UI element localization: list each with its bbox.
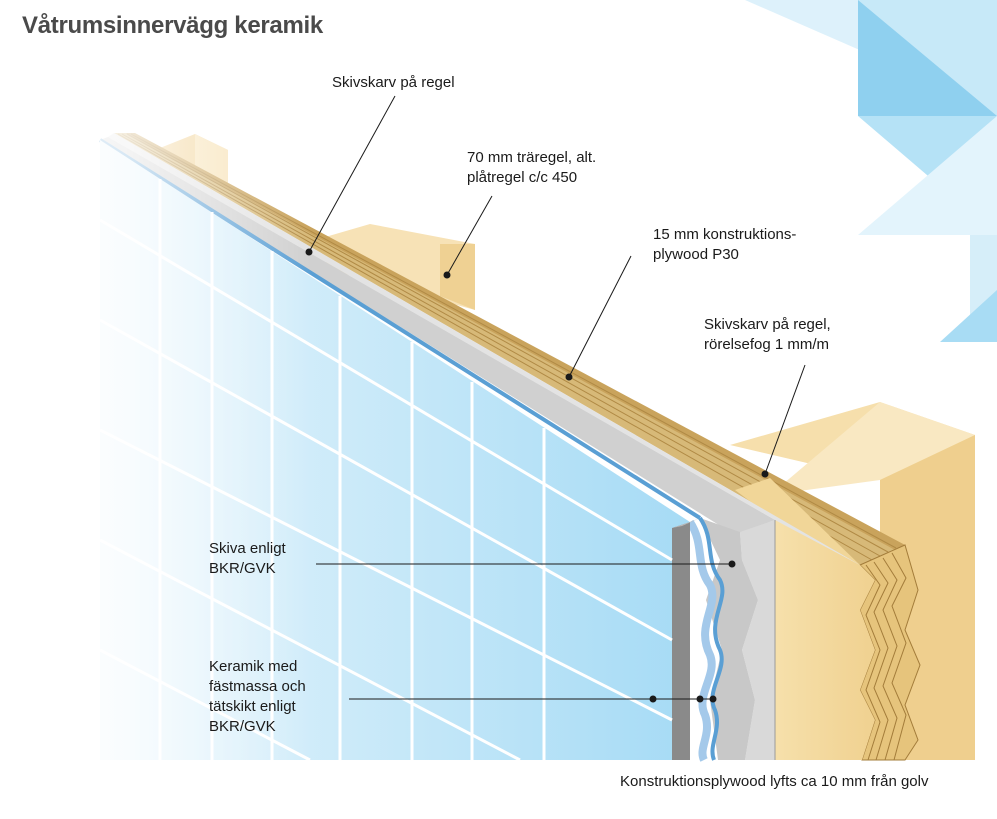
label-line: fästmassa och xyxy=(209,678,306,695)
label-line: tätskikt enligt xyxy=(209,698,296,715)
label-line: rörelsefog 1 mm/m xyxy=(704,336,830,353)
plywood-face xyxy=(735,478,875,760)
footnote: Konstruktionsplywood lyfts ca 10 mm från… xyxy=(620,773,929,790)
label-traregel: 70 mm träregel, alt. plåtregel c/c 450 xyxy=(467,148,596,188)
label-line: plywood P30 xyxy=(653,246,739,263)
label-line: Keramik med xyxy=(209,658,298,675)
label-line: BKR/GVK xyxy=(209,560,276,577)
tile-field xyxy=(0,130,700,780)
label-skivskarv-pa-regel: Skivskarv på regel xyxy=(332,73,455,93)
label-skivskarv-rorelsefog: Skivskarv på regel, rörelsefog 1 mm/m xyxy=(704,315,831,355)
label-line: plåtregel c/c 450 xyxy=(467,169,578,186)
diagram-title: Våtrumsinnervägg keramik xyxy=(22,12,323,39)
label-line: Skivskarv på regel xyxy=(332,74,455,91)
decorative-triangles xyxy=(745,0,997,342)
label-line: 70 mm träregel, alt. xyxy=(467,149,597,166)
label-line: Skivskarv på regel, xyxy=(704,316,831,333)
leader-lines xyxy=(305,95,806,703)
label-plywood: 15 mm konstruktions- plywood P30 xyxy=(653,225,796,265)
label-line: Skiva enligt xyxy=(209,540,286,557)
label-keramik: Keramik med fästmassa och tätskikt enlig… xyxy=(209,657,306,737)
label-line: BKR/GVK xyxy=(209,718,276,735)
label-skiva: Skiva enligt BKR/GVK xyxy=(209,539,286,579)
label-line: 15 mm konstruktions- xyxy=(653,226,797,243)
